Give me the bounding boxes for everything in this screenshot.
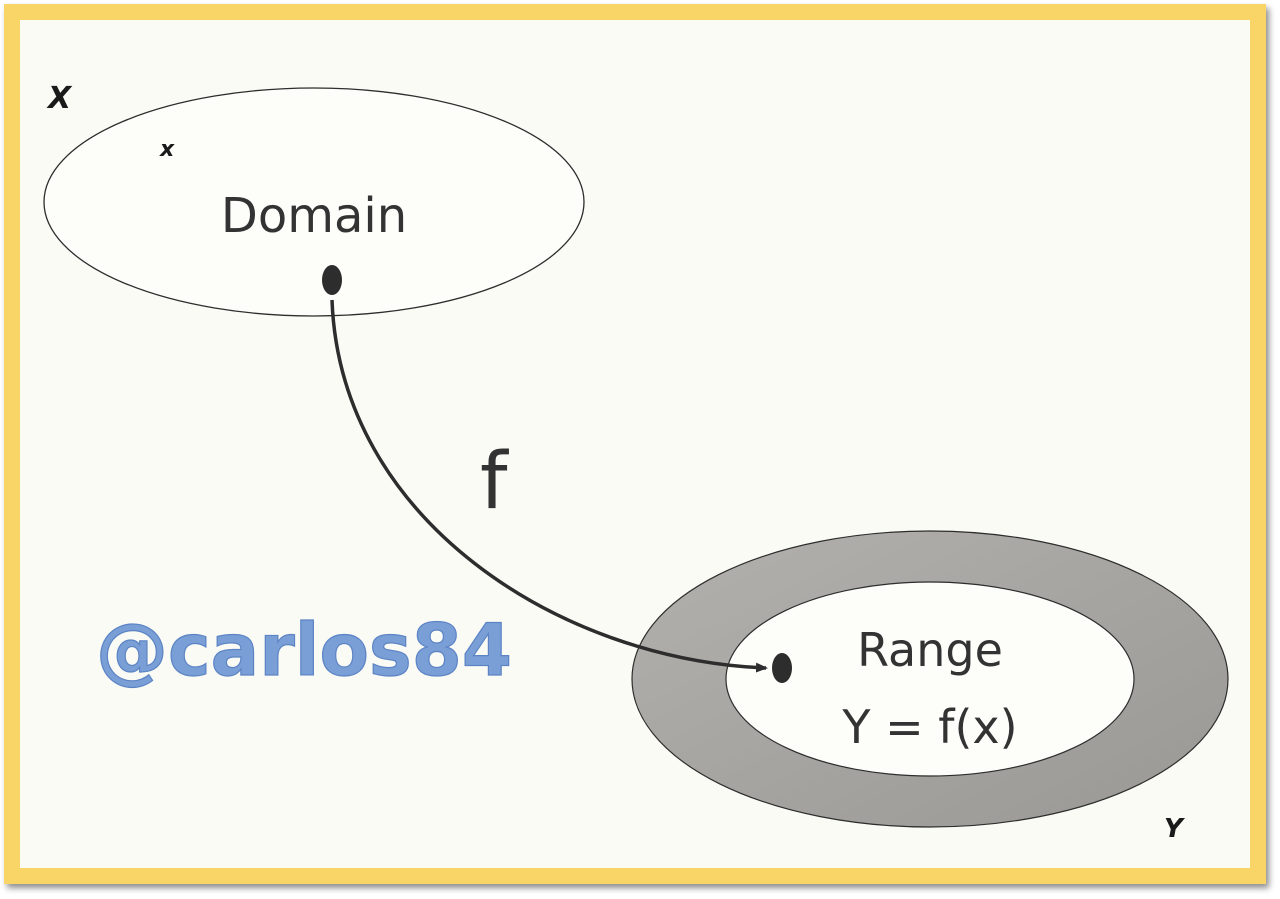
codomain-set-label: Y — [1164, 814, 1186, 844]
watermark-text: @carlos84 — [96, 608, 512, 692]
domain-element-label: x — [159, 137, 175, 162]
range-formula: Y = f(x) — [841, 700, 1017, 754]
domain-point — [322, 265, 342, 295]
mapping-label: f — [480, 437, 509, 527]
range-point — [772, 653, 792, 683]
domain-ellipse — [43, 87, 585, 317]
mapping-arrow — [330, 299, 768, 673]
range-title: Range — [857, 623, 1003, 677]
domain-set-label: X — [46, 81, 73, 116]
range-ellipse — [725, 581, 1135, 777]
domain-title: Domain — [221, 188, 407, 244]
